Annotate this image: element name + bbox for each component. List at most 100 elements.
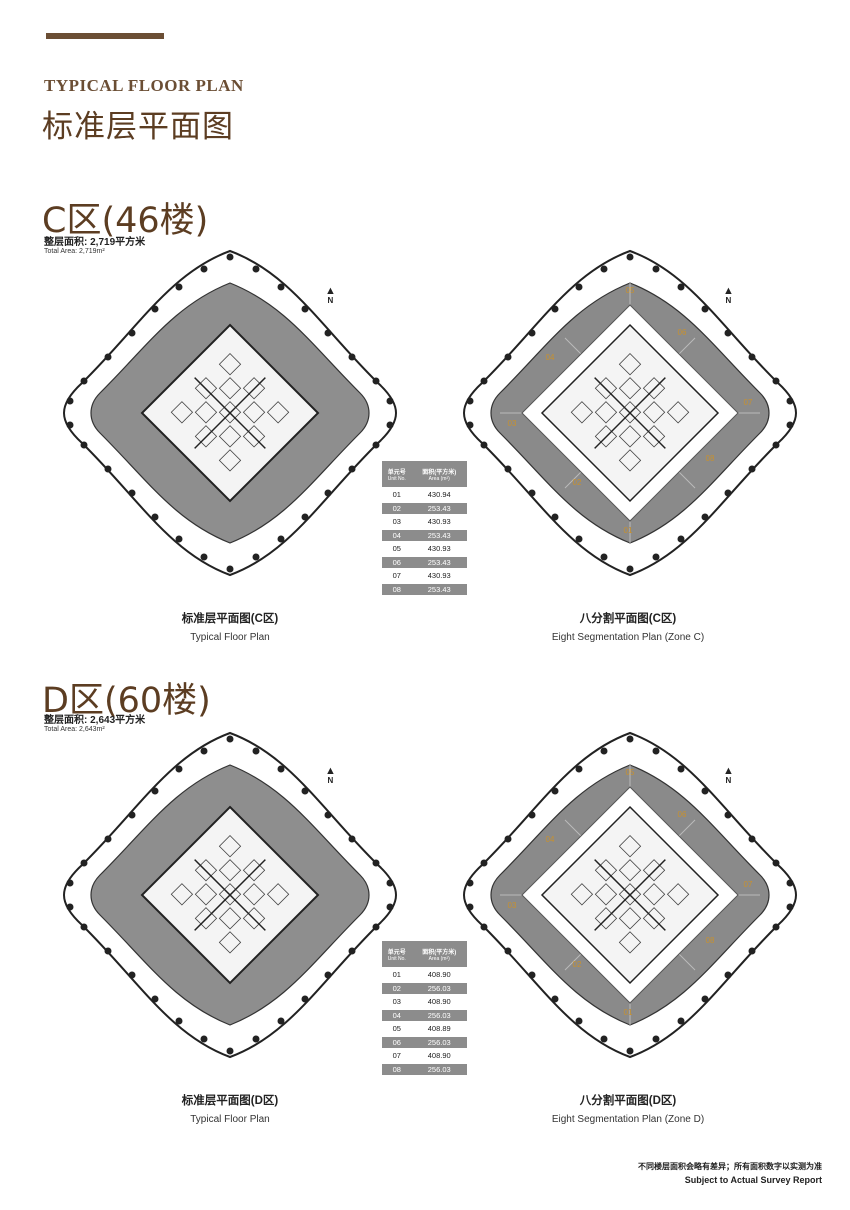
column-dot [324,811,332,819]
column-dot [466,421,474,429]
column-dot [151,787,159,795]
column-dot [277,1017,285,1025]
column-dot [151,995,159,1003]
column-dot [528,329,536,337]
north-arrow-c-right: ▲N [723,285,734,306]
column-dot [701,787,709,795]
column-dot [104,353,112,361]
column-dot [748,835,756,843]
column-dot [66,421,74,429]
column-dot [66,879,74,887]
column-dot [786,879,794,887]
column-dot [724,489,732,497]
column-dot [200,265,208,273]
column-dot [386,421,394,429]
column-dot [175,1017,183,1025]
column-dot [551,513,559,521]
column-dot [372,923,380,931]
column-dot [200,553,208,561]
page-title: 标准层平面图 [42,109,234,145]
footnote: 不同楼层面积会略有差异；所有面积数字以实测为准 Subject to Actua… [638,1162,822,1185]
segment-label: 02 [573,478,582,487]
column-dot [626,565,634,573]
segment-label: 03 [508,419,517,428]
column-dot [748,947,756,955]
column-dot [600,747,608,755]
column-dot [551,305,559,313]
column-dot [386,903,394,911]
segment-label: 04 [546,353,555,362]
column-dot [324,971,332,979]
segment-label: 06 [678,810,687,819]
segment-label: 02 [573,960,582,969]
column-dot [626,1047,634,1055]
column-dot [104,947,112,955]
segment-label: 05 [626,286,635,295]
column-dot [480,923,488,931]
column-dot [175,765,183,773]
column-dot [80,377,88,385]
column-dot [772,859,780,867]
column-dot [626,253,634,261]
column-dot [677,1017,685,1025]
column-dot [301,305,309,313]
column-dot [786,397,794,405]
north-arrow-icon: ▲ [325,765,336,777]
column-dot [348,947,356,955]
segment-label: 08 [706,936,715,945]
column-dot [480,377,488,385]
column-dot [324,489,332,497]
column-dot [372,859,380,867]
column-dot [372,441,380,449]
column-dot [626,735,634,743]
zone-d-area-cn: 整层面积: 2,643平方米 [44,715,146,726]
column-dot [701,513,709,521]
north-arrow-d-left: ▲N [325,765,336,786]
column-dot [226,565,234,573]
column-dot [600,1035,608,1043]
north-arrow-c-left: ▲N [325,285,336,306]
column-dot [66,397,74,405]
segment-label: 03 [508,901,517,910]
column-dot [701,995,709,1003]
column-dot [277,283,285,291]
zone-d-typical-plan [60,725,400,1065]
column-dot [652,747,660,755]
zone-c-area-en: Total Area: 2,719m² [44,248,105,255]
column-dot [652,553,660,561]
column-dot [66,903,74,911]
column-dot [480,859,488,867]
segment-label: 08 [706,454,715,463]
column-dot [677,765,685,773]
column-dot [104,465,112,473]
column-dot [575,765,583,773]
north-arrow-d-right: ▲N [723,765,734,786]
column-dot [772,923,780,931]
column-dot [348,465,356,473]
column-dot [748,353,756,361]
column-dot [200,747,208,755]
column-dot [724,811,732,819]
column-dot [724,329,732,337]
area-header: 面积(平方米)Area (m²) [411,461,467,488]
column-dot [466,397,474,405]
column-dot [600,553,608,561]
column-dot [128,329,136,337]
column-dot [575,535,583,543]
column-dot [504,353,512,361]
column-dot [80,859,88,867]
column-dot [575,283,583,291]
column-dot [677,283,685,291]
segment-label: 05 [626,768,635,777]
column-dot [200,1035,208,1043]
column-dot [466,903,474,911]
